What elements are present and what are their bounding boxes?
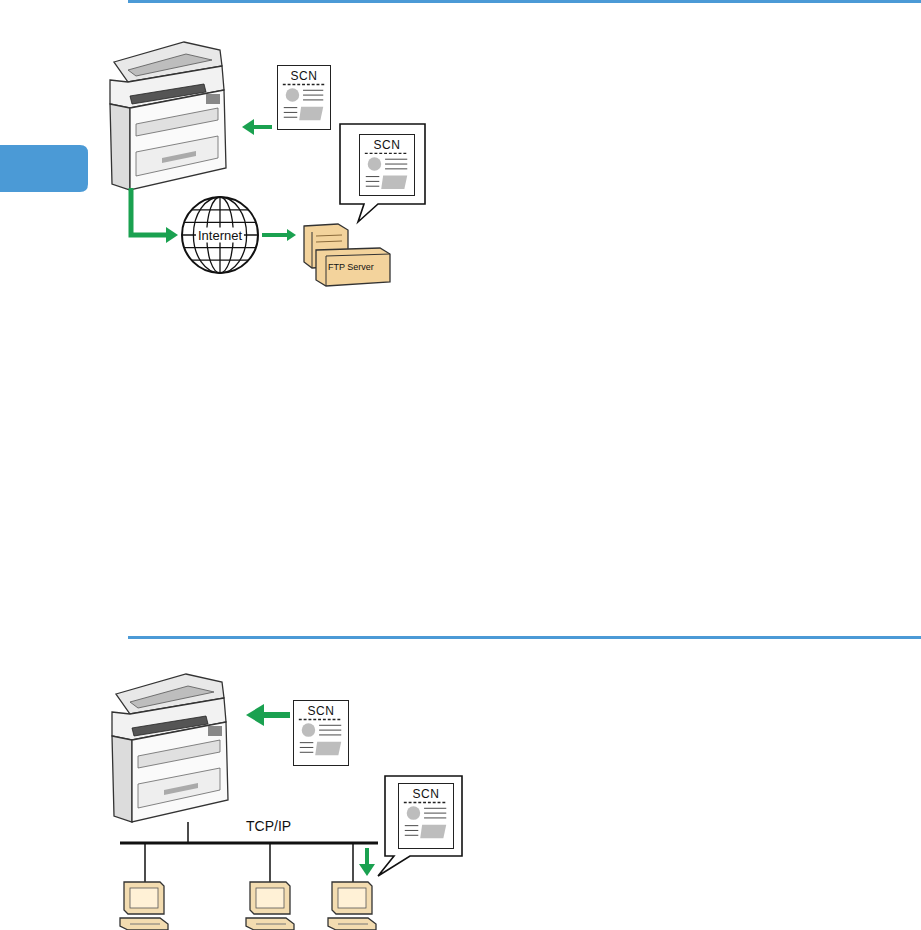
arrow-head: [287, 229, 296, 241]
internet-globe: Internet: [180, 195, 260, 275]
node-text: SCN: [399, 787, 453, 801]
scan-document: SCN: [277, 65, 331, 130]
server-outline: [298, 222, 394, 290]
node-text: SCN: [294, 704, 348, 718]
computer: [328, 882, 376, 930]
node-text: SCN: [278, 69, 330, 83]
printer: [110, 42, 226, 190]
scan-document: SCN: [359, 134, 415, 196]
node-text: Internet: [196, 228, 244, 243]
network-drop: [187, 822, 189, 843]
scan-document: SCN: [398, 783, 454, 849]
chapter-tab: [0, 145, 88, 192]
feed-arrow: [262, 712, 290, 718]
connector-line: [262, 233, 288, 237]
node-text: SCN: [360, 138, 414, 152]
network-drop: [269, 843, 271, 882]
receive-arrow-head: [359, 864, 375, 876]
section-rule: [128, 0, 921, 3]
network-drop: [144, 843, 146, 882]
computer: [120, 882, 168, 930]
network-line: [120, 842, 378, 845]
network-drop: [352, 843, 354, 882]
send-arrow: [131, 188, 168, 235]
connector-arrow: [262, 229, 296, 241]
feed-arrow: [252, 125, 272, 129]
callout-bubble: [340, 124, 425, 222]
scan-document: SCN: [293, 700, 349, 766]
callout-bubble: [378, 776, 462, 876]
printer: [112, 674, 228, 822]
section-rule: [128, 636, 921, 639]
network-label: TCP/IP: [244, 818, 293, 834]
send-arrow-head: [166, 227, 178, 243]
ftp-server: FTP Server: [298, 222, 394, 290]
feed-arrow-head: [246, 704, 264, 726]
node-text: FTP Server: [328, 262, 374, 272]
receive-arrow: [365, 848, 369, 866]
feed-arrow-head: [242, 119, 254, 135]
computer: [246, 882, 294, 930]
